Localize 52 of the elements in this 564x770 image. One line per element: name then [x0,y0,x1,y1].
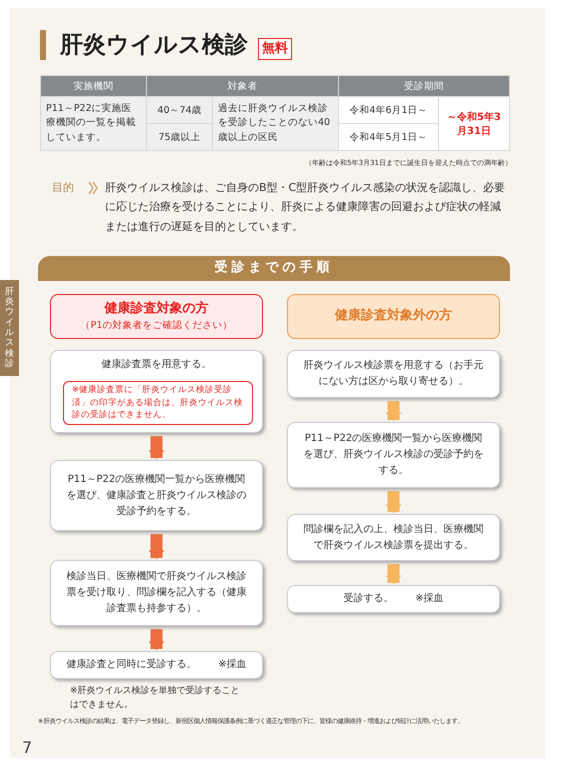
arrow [148,534,164,560]
table-cell: 実施機関 [40,76,146,96]
step-text: ※健康診査票に「肝炎ウイルス検診受診済」の印字がある場合は、肝炎ウイルス検診の受診はできません。 [72,384,244,422]
table-cell: 40～74歳 [146,96,212,124]
section-band [38,256,510,281]
step-box [50,560,263,626]
step-text: 検診当日、医療機関で肝炎ウイルス検診票を受け取り、問診欄を記入する（健康診査票も持参する）。 [66,570,246,616]
arrow [148,629,164,650]
arrow [386,401,402,422]
step-box [50,460,263,531]
step-box [287,514,500,561]
table-cell: ～令和5年3月31日 [438,96,510,150]
step-text: 肝炎ウイルス検診 [5,286,14,370]
table-cell: P11～P22に実施医療機関の一覧を掲載しています。 [40,96,146,150]
step-text: 健康診査対象外の方 [335,306,452,326]
purpose-heading: 目的 [52,180,74,195]
step-text: 受診する。 [343,592,394,606]
table-cell: 受診期間 [338,76,510,96]
table-cell: 令和4年6月1日～ [338,96,438,124]
free-badge [258,38,292,60]
step-text: P11～P22の医療機関一覧から医療機関を選び、健康診査と肝炎ウイルス検診の受診予約をする。 [66,472,246,518]
step-box [50,350,263,433]
step-box [50,651,263,679]
table-cell: 過去に肝炎ウイルス検診を受診したことのない40歳以上の区民 [212,96,338,150]
step-text: 健康診査と同時に受診する。 [66,658,196,672]
page-number: 7 [22,738,32,757]
step-box [287,422,500,488]
step-text: 肝炎ウイルス検診票を用意する（お手元にない方は区から取り寄せる）。 [304,358,484,389]
note-text: ※肝炎ウイルス検診を単独で受診することはできません。 [70,685,240,712]
group-header [287,294,500,339]
callout-bubble [63,381,253,425]
step-note: （P1の対象者をご確認ください） [80,319,232,333]
step-text: 健康診査対象の方 [104,300,208,318]
table-cell: 75歳以上 [146,124,212,150]
arrow [386,564,402,584]
table-cell: 令和4年5月1日～ [338,124,438,150]
purpose-text: 肝炎ウイルス検診は、ご自身のB型・C型肝炎ウイルス感染の状況を認識し、必要に応じた治療を受けることにより、肝炎による健康障害の回避および症状の軽減または進行の遅延を目的としています。 [105,180,506,234]
side-tab [0,280,19,376]
step-text: 無料 [262,40,288,58]
page-title: 肝炎ウイルス検診 [40,30,248,60]
step-box [287,585,500,613]
step-note: ※採血 [415,592,444,606]
arrow [386,491,402,514]
arrow [148,436,164,460]
step-text: 受診までの手順 [214,258,334,278]
step-note: ※採血 [218,658,247,672]
step-text: 健康診査票を用意する。 [102,358,212,372]
step-text: 問診欄を記入の上、検診当日、医療機関で肝炎ウイルス検診票を提出する。 [304,522,484,552]
step-box [287,350,500,398]
step-text: P11～P22の医療機関一覧から医療機関を選び、肝炎ウイルス検診の受診予約をする。 [304,432,484,478]
table-cell: 対象者 [146,76,338,96]
group-header [50,294,263,339]
